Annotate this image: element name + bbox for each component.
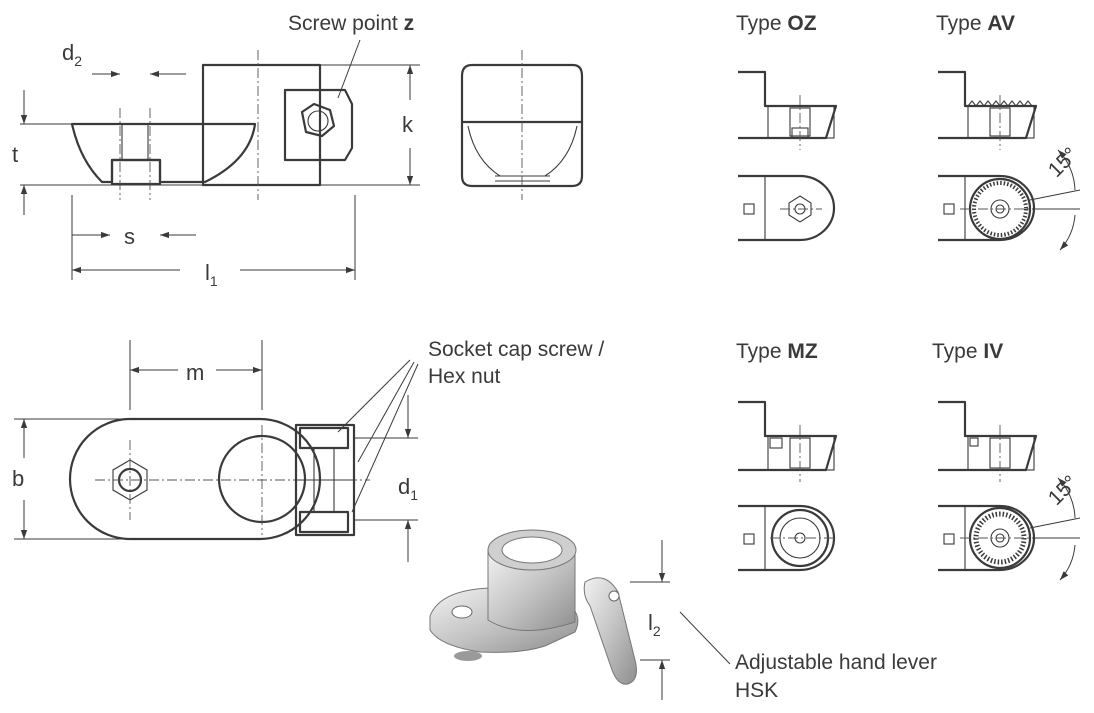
top-view: m b d1 Socket cap screw / Hex nut [12,338,604,562]
screw-point-label: Screw point z [288,12,414,35]
cap-screw-head [298,426,350,450]
hex-socket-icon [300,102,336,138]
render-clamp [487,549,576,631]
socket-cap-label-2: Hex nut [428,365,501,388]
arm-section [70,122,257,184]
angle-15-av: 15° [1044,143,1083,182]
dim-d1: d1 [398,474,418,503]
clamp-body [201,63,322,187]
socket-cap-label-1: Socket cap screw / [428,338,604,361]
screw-point-head [283,88,354,162]
type-av: Type AV 15° [936,12,1083,251]
nut-pocket [110,158,162,186]
lever-label-2: HSK [735,679,778,702]
type-mz-label: Type MZ [736,340,818,363]
dim-b: b [12,466,24,491]
dim-d2: d2 [62,40,82,69]
dim-m: m [186,360,204,385]
type-av-label: Type AV [936,12,1015,35]
bore [121,123,149,161]
product-render: l2 Adjustable hand lever HSK [429,529,937,702]
dim-l2: l2 [648,610,661,639]
front-view: t d2 s l1 k Screw point z [12,12,420,289]
type-oz-label: Type OZ [736,12,817,35]
dim-t: t [12,142,18,167]
render-lever [583,577,637,685]
type-iv: Type IV 15° [932,340,1083,581]
side-profile [460,63,584,188]
lever-label-1: Adjustable hand lever [735,651,937,674]
angle-15-iv: 15° [1044,471,1083,510]
arm-outline [68,417,322,541]
dim-s: s [124,224,135,249]
dim-l1: l1 [205,260,218,289]
type-mz: Type MZ [736,340,838,572]
type-oz: Type OZ [736,12,838,242]
dim-k: k [402,112,414,137]
type-iv-label: Type IV [932,340,1003,363]
side-view [460,50,584,200]
